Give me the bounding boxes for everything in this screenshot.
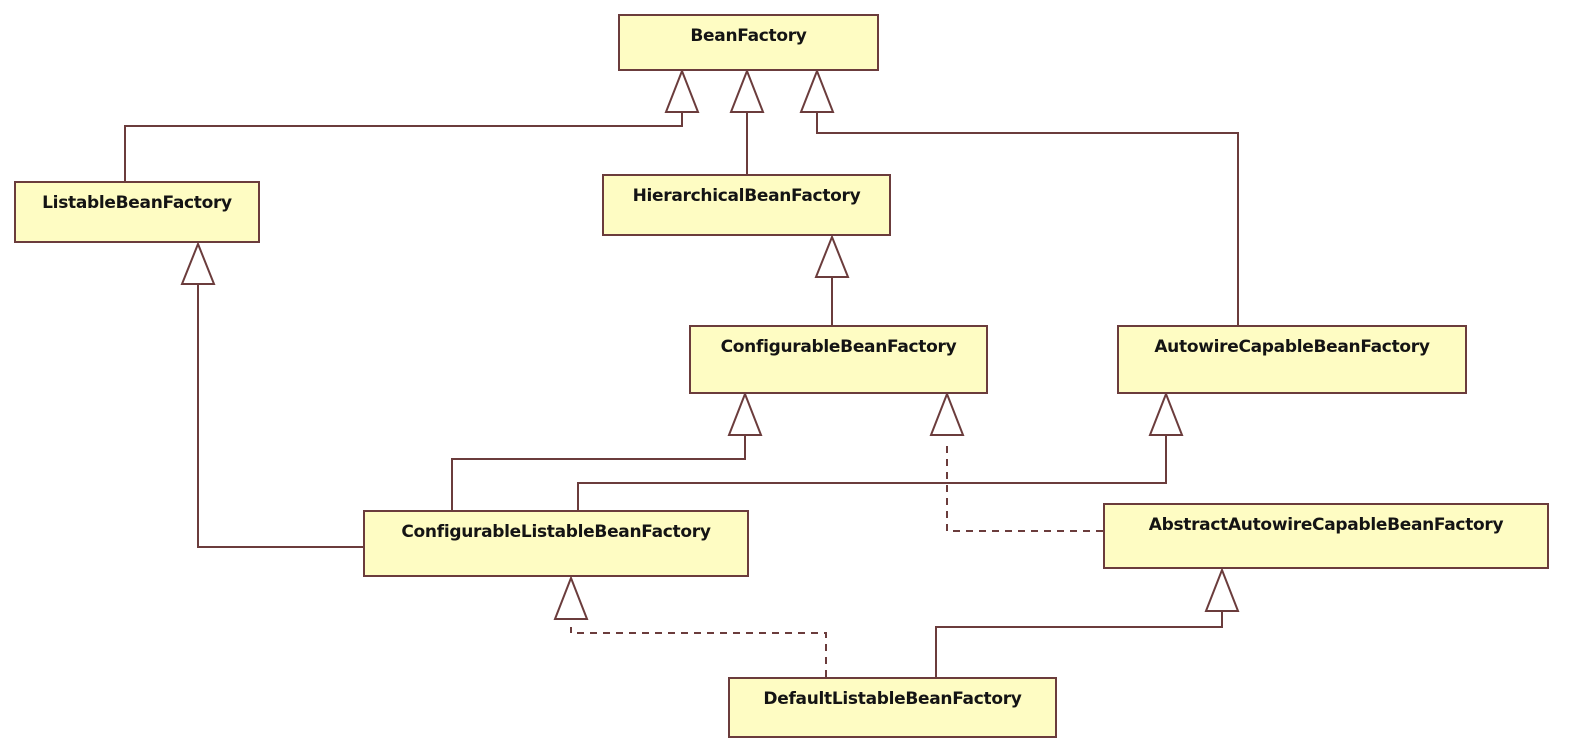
class-name: ConfigurableListableBeanFactory (401, 522, 711, 542)
class-configurable-bean-factory[interactable]: ConfigurableBeanFactory (689, 325, 988, 394)
class-default-listable-bean-factory[interactable]: DefaultListableBeanFactory (728, 677, 1057, 738)
generalization-arrow-icon (799, 68, 835, 113)
generalization-arrow-icon (727, 391, 763, 436)
edge-default-to-abstractautowire (935, 611, 1223, 677)
edge-listable-to-beanfactory (124, 112, 683, 181)
class-name: AutowireCapableBeanFactory (1154, 337, 1430, 357)
edge-autowire-to-beanfactory (816, 112, 1239, 325)
realization-arrow-icon (929, 391, 965, 436)
generalization-arrow-icon (1204, 567, 1240, 612)
edge-configlistable-to-listable (197, 284, 363, 548)
class-name: HierarchicalBeanFactory (632, 186, 861, 206)
class-name: BeanFactory (690, 26, 807, 46)
edge-configlistable-to-configurable (451, 435, 746, 510)
class-name: ListableBeanFactory (42, 193, 232, 213)
generalization-arrow-icon (180, 241, 216, 285)
generalization-arrow-icon (1148, 391, 1184, 436)
class-listable-bean-factory[interactable]: ListableBeanFactory (14, 181, 260, 243)
class-configurable-listable-bean-factory[interactable]: ConfigurableListableBeanFactory (363, 510, 749, 577)
generalization-arrow-icon (814, 234, 850, 278)
realization-arrow-icon (553, 575, 589, 620)
class-bean-factory[interactable]: BeanFactory (618, 14, 879, 71)
edge-configlistable-to-autowire (577, 435, 1167, 510)
class-autowire-capable-bean-factory[interactable]: AutowireCapableBeanFactory (1117, 325, 1467, 394)
class-name: DefaultListableBeanFactory (763, 689, 1022, 709)
generalization-arrow-icon (729, 68, 765, 113)
edge-abstractautowire-to-configurable (946, 445, 1103, 532)
edge-default-to-configlistable (570, 627, 827, 677)
class-hierarchical-bean-factory[interactable]: HierarchicalBeanFactory (602, 174, 891, 236)
class-name: AbstractAutowireCapableBeanFactory (1148, 515, 1504, 535)
class-name: ConfigurableBeanFactory (720, 337, 957, 357)
class-abstract-autowire-capable-bean-factory[interactable]: AbstractAutowireCapableBeanFactory (1103, 503, 1549, 569)
generalization-arrow-icon (664, 68, 700, 113)
